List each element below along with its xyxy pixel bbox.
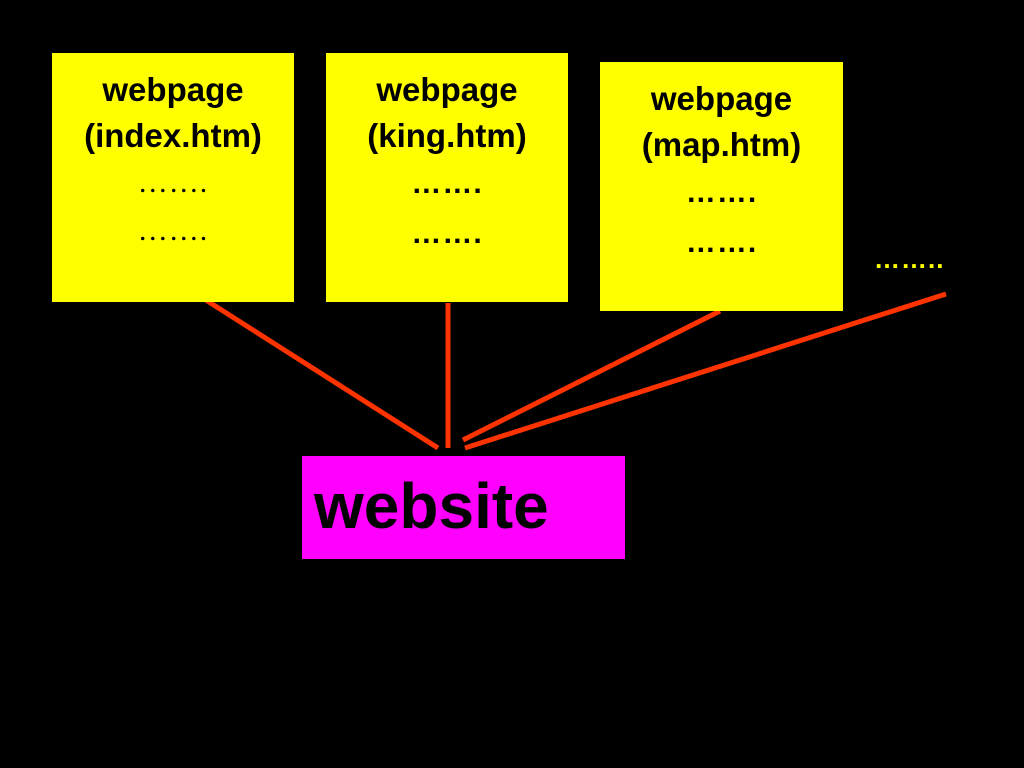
connector-more bbox=[464, 291, 947, 451]
webpage-content-line: ……. bbox=[411, 167, 483, 200]
connector-map bbox=[461, 308, 722, 443]
connector-index bbox=[196, 292, 440, 451]
webpage-box-map: webpage (map.htm) ……. ……. bbox=[600, 62, 843, 311]
webpage-filename: (map.htm) bbox=[641, 126, 802, 163]
webpage-content-line: ……. bbox=[685, 226, 758, 259]
webpage-box-index: webpage (index.htm) ……. ……. bbox=[52, 53, 294, 302]
webpage-title: webpage bbox=[102, 71, 244, 108]
webpage-content-line: ……. bbox=[411, 217, 483, 250]
website-label: website bbox=[314, 470, 549, 542]
website-box: website bbox=[302, 456, 625, 559]
webpage-title: webpage bbox=[650, 80, 793, 117]
webpage-box-king: webpage (king.htm) ……. ……. bbox=[326, 53, 568, 302]
webpage-content-line: ……. bbox=[685, 176, 758, 209]
webpage-content-line: ……. bbox=[137, 214, 209, 247]
more-pages-ellipsis: …….. bbox=[874, 244, 945, 274]
webpage-filename: (king.htm) bbox=[367, 117, 527, 154]
webpage-title: webpage bbox=[376, 71, 518, 108]
webpage-content-line: ……. bbox=[137, 166, 209, 199]
webpage-filename: (index.htm) bbox=[84, 117, 262, 154]
